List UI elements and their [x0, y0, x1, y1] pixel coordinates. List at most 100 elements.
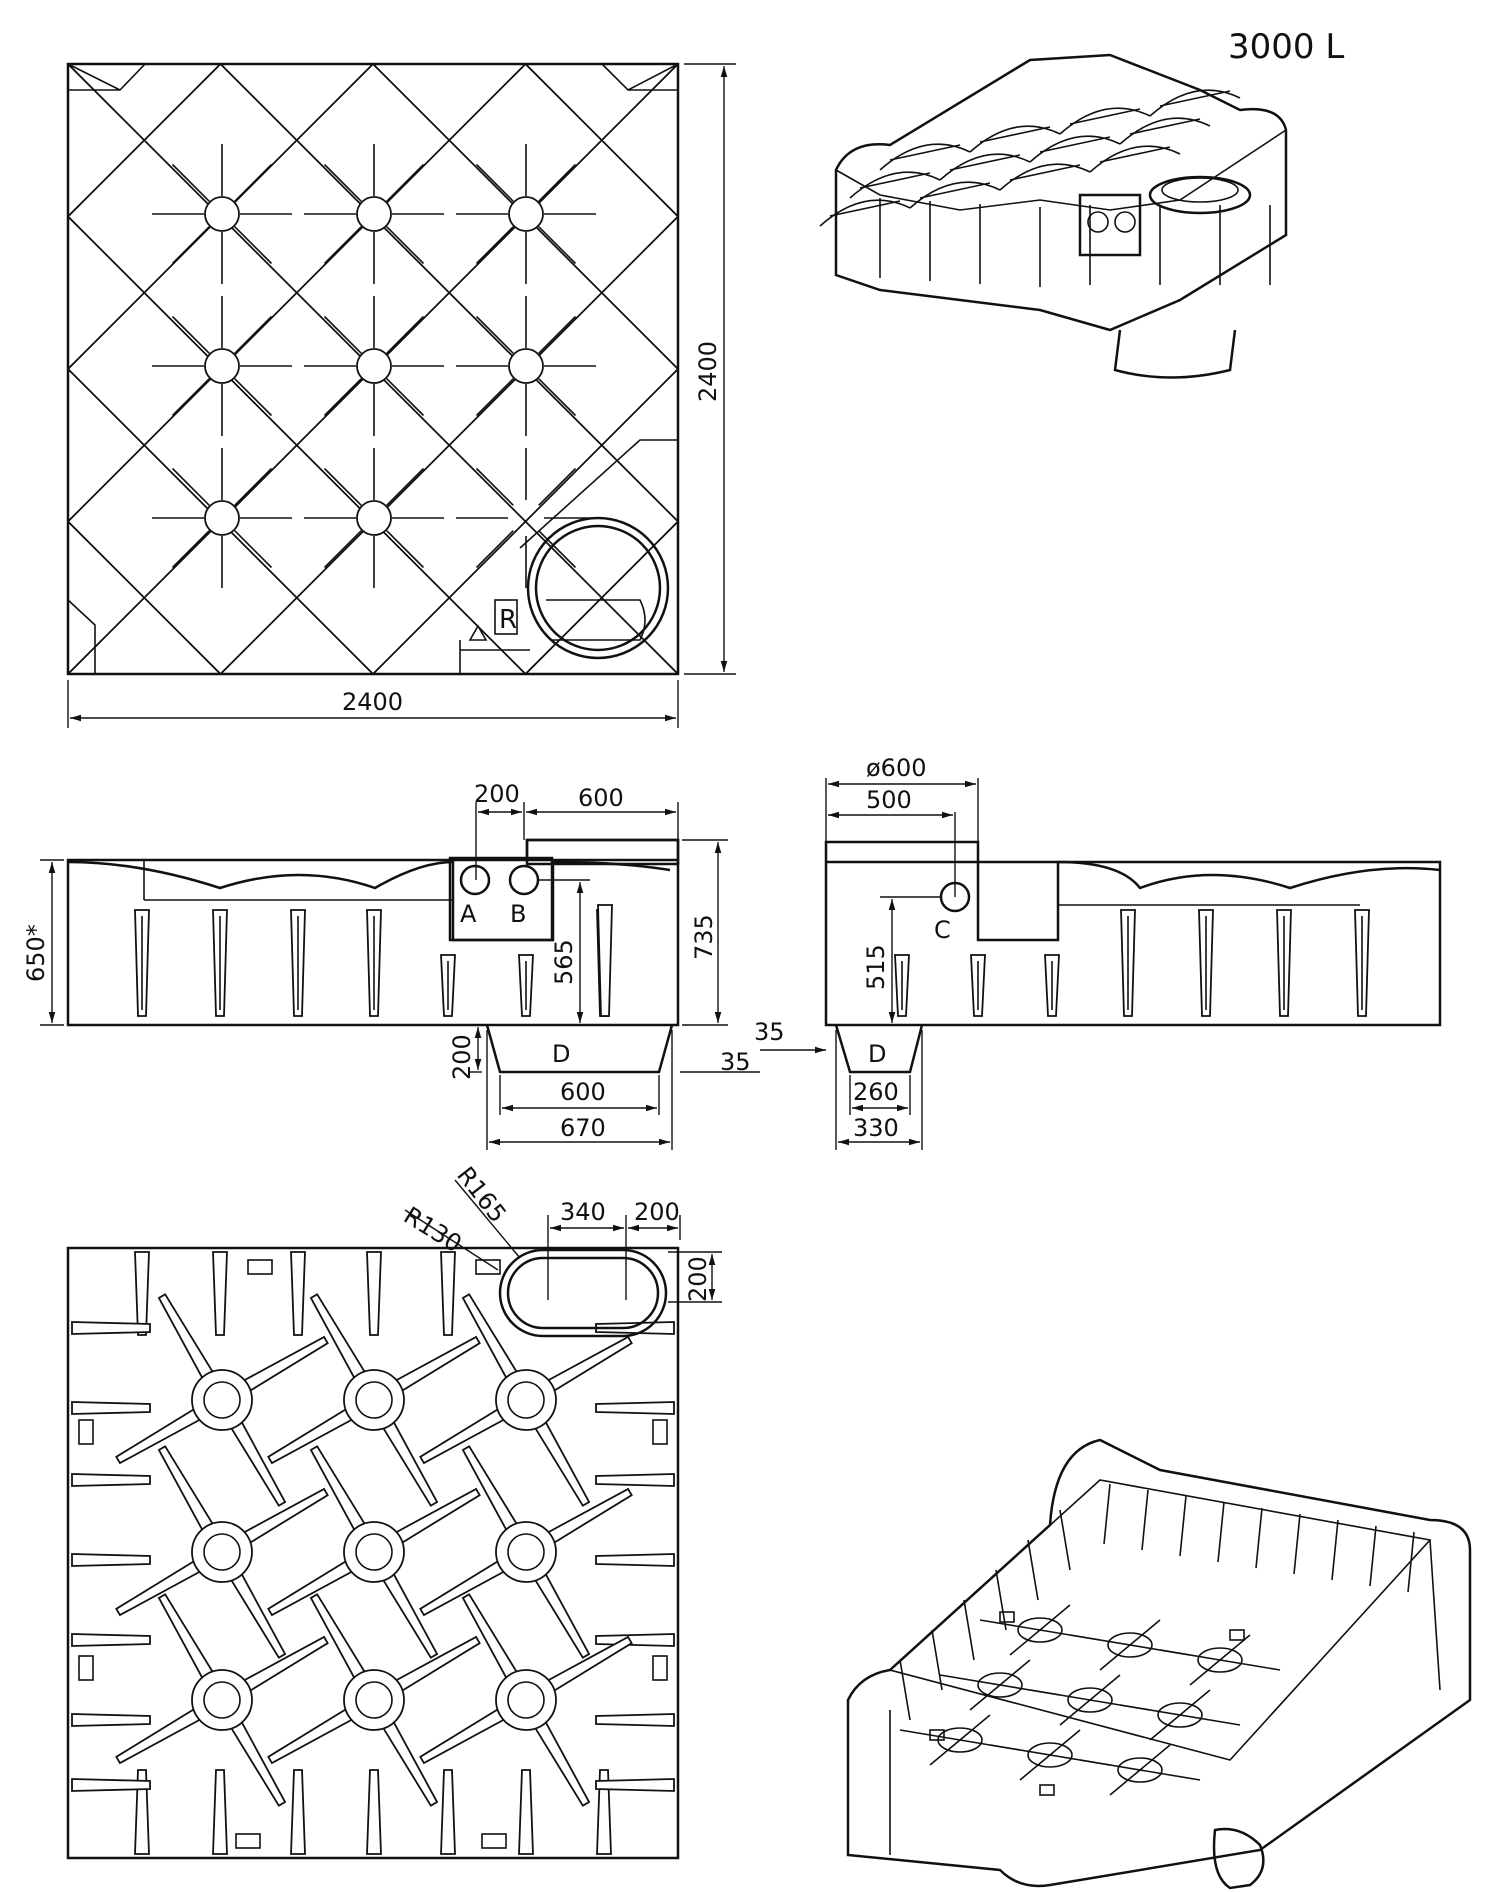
top-boss-spoke	[475, 315, 514, 354]
top-boss-spoke	[386, 315, 425, 354]
star-arm	[547, 1487, 633, 1544]
iso-inner-rib	[1293, 1513, 1301, 1575]
iso-inner-rib	[1059, 1509, 1071, 1571]
iso-inner-rib	[1407, 1531, 1415, 1593]
star-hub-inner	[203, 1381, 241, 1419]
iso-floor-hub	[1157, 1702, 1203, 1728]
radius-130: R130	[399, 1201, 467, 1258]
dim-260: 260	[853, 1078, 899, 1106]
bottom-rib-bottom	[596, 1769, 612, 1855]
iso-floor-slot	[1229, 1629, 1245, 1641]
iso-dome-rib	[1069, 108, 1141, 125]
star-arm	[395, 1487, 481, 1544]
iso-inner-rib	[995, 1569, 1007, 1631]
iso-floor-hub	[977, 1672, 1023, 1698]
star-arm	[534, 1573, 591, 1659]
iso-dome-rib	[919, 182, 991, 199]
iso-dome-rib	[1129, 118, 1201, 135]
star-hub-outer	[191, 1369, 253, 1431]
bottom-slot	[652, 1419, 668, 1445]
bottom-rib-right	[595, 1321, 675, 1335]
top-boss-spoke	[538, 315, 577, 354]
iso-dome-rib	[889, 144, 961, 161]
bottom-rib-top	[134, 1251, 150, 1336]
iso-floor-arm	[929, 1714, 991, 1766]
star-arm	[115, 1560, 201, 1617]
top-view: R 2400 2400	[66, 62, 736, 728]
capacity-title: 3000 L	[1228, 27, 1344, 67]
iso-inner-rib	[931, 1629, 943, 1691]
star-arm	[419, 1408, 505, 1465]
iso-dome	[879, 143, 971, 171]
iso-dome	[909, 181, 1001, 209]
top-boss-spoke	[386, 467, 425, 506]
dim-340: 340	[560, 1198, 606, 1226]
lattice-rib-inner	[524, 63, 679, 218]
bottom-slot	[235, 1833, 261, 1849]
bottom-slot	[78, 1419, 94, 1445]
side-rib	[597, 904, 613, 1017]
iso-floor-arm	[1059, 1674, 1121, 1726]
port-d-end-label: D	[868, 1040, 886, 1068]
star-arm	[115, 1408, 201, 1465]
top-boss-spoke	[234, 378, 273, 417]
dim-650: 650*	[22, 924, 50, 982]
height-dimension: 2400	[694, 341, 722, 402]
top-boss-spoke	[538, 467, 577, 506]
star-hub-outer	[343, 1521, 405, 1583]
iso-dome	[1029, 135, 1121, 163]
bottom-rib-bottom	[134, 1769, 150, 1855]
star-arm	[547, 1335, 633, 1392]
dim-500: 500	[866, 786, 912, 814]
lattice-rib-inner	[372, 368, 679, 675]
star-arm	[382, 1573, 439, 1659]
dim-735: 735	[690, 914, 718, 960]
bottom-rib-left	[71, 1473, 151, 1487]
top-boss-spoke	[386, 226, 425, 265]
iso-dome	[849, 171, 941, 199]
iso-floor-arm	[1149, 1689, 1211, 1741]
top-boss	[356, 196, 392, 232]
star-arm	[243, 1487, 329, 1544]
star-hub-outer	[191, 1669, 253, 1731]
iso-floor-slot	[929, 1729, 945, 1741]
top-view-lattice	[67, 63, 679, 675]
dim-600-top: 600	[578, 784, 624, 812]
star-arm	[461, 1593, 518, 1679]
iso-inner-rib	[1217, 1501, 1225, 1563]
bottom-rib-left	[71, 1713, 151, 1727]
iso-floor-hub	[1017, 1617, 1063, 1643]
top-boss-spoke	[538, 530, 577, 569]
dim-35-upper: 35	[754, 1018, 785, 1046]
top-boss-spoke	[475, 226, 514, 265]
iso-inner-rib	[1331, 1519, 1339, 1581]
bottom-rib-right	[595, 1553, 675, 1567]
bottom-rib-right	[595, 1473, 675, 1487]
star-arm	[309, 1593, 366, 1679]
bottom-rib-right	[595, 1633, 675, 1647]
bottom-slot	[481, 1833, 507, 1849]
top-boss	[356, 348, 392, 384]
bottom-rib-bottom	[518, 1769, 534, 1855]
iso-inner-rib	[963, 1599, 975, 1661]
iso-inner-rib	[1179, 1495, 1187, 1557]
star-arm	[243, 1635, 329, 1692]
top-boss-spoke	[234, 530, 273, 569]
star-arm	[157, 1293, 214, 1379]
star-arm	[382, 1721, 439, 1807]
manufacturer-logo: R	[468, 599, 518, 641]
iso-dome	[1119, 117, 1211, 145]
star-hub-outer	[191, 1521, 253, 1583]
star-arm	[309, 1445, 366, 1531]
top-boss	[204, 196, 240, 232]
bottom-rib-left	[71, 1401, 151, 1415]
iso-inner-rib	[1369, 1525, 1377, 1587]
star-arm	[230, 1573, 287, 1659]
bottom-rib-bottom	[290, 1769, 306, 1855]
isometric-top-view	[819, 53, 1288, 379]
star-hub-outer	[343, 1669, 405, 1731]
iso-dome-rib	[949, 154, 1021, 171]
iso-dome	[999, 163, 1091, 191]
star-arm	[230, 1721, 287, 1807]
